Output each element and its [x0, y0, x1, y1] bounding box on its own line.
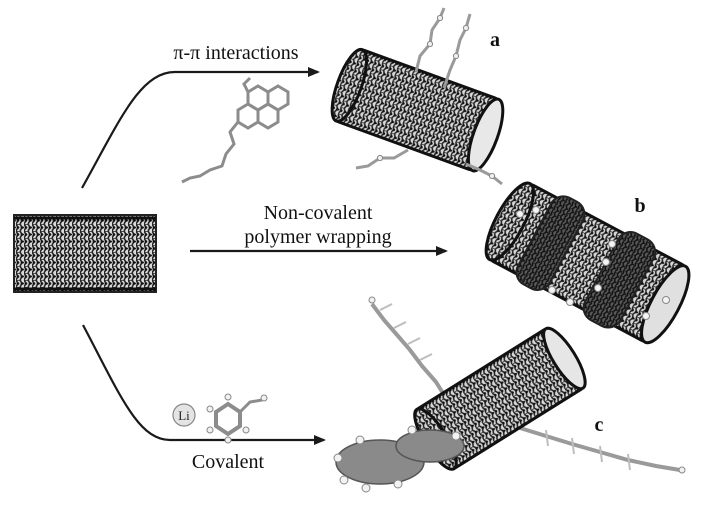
covalent-label: Covalent [192, 451, 265, 473]
panel-label-b: b [634, 195, 645, 217]
polymer-wrapped-nanotube-b [484, 181, 691, 345]
panel-label-c: c [595, 414, 604, 436]
pi-pi-label: π-π interactions [173, 42, 298, 64]
phenyl-lithium-molecule [172, 393, 268, 444]
wrapping-label-line1: Non-covalent [264, 202, 373, 224]
covalent-arrow [82, 324, 326, 445]
functionalized-nanotube-a [330, 7, 505, 186]
covalent-nanotube-c [333, 296, 686, 493]
pristine-nanotube [13, 214, 157, 293]
wrapping-label-line2: polymer wrapping [244, 226, 391, 248]
lithium-label: Li [178, 408, 190, 423]
pyrene-molecule [181, 76, 290, 184]
panel-label-a: a [490, 29, 500, 51]
pi-pi-arrow [81, 67, 320, 189]
